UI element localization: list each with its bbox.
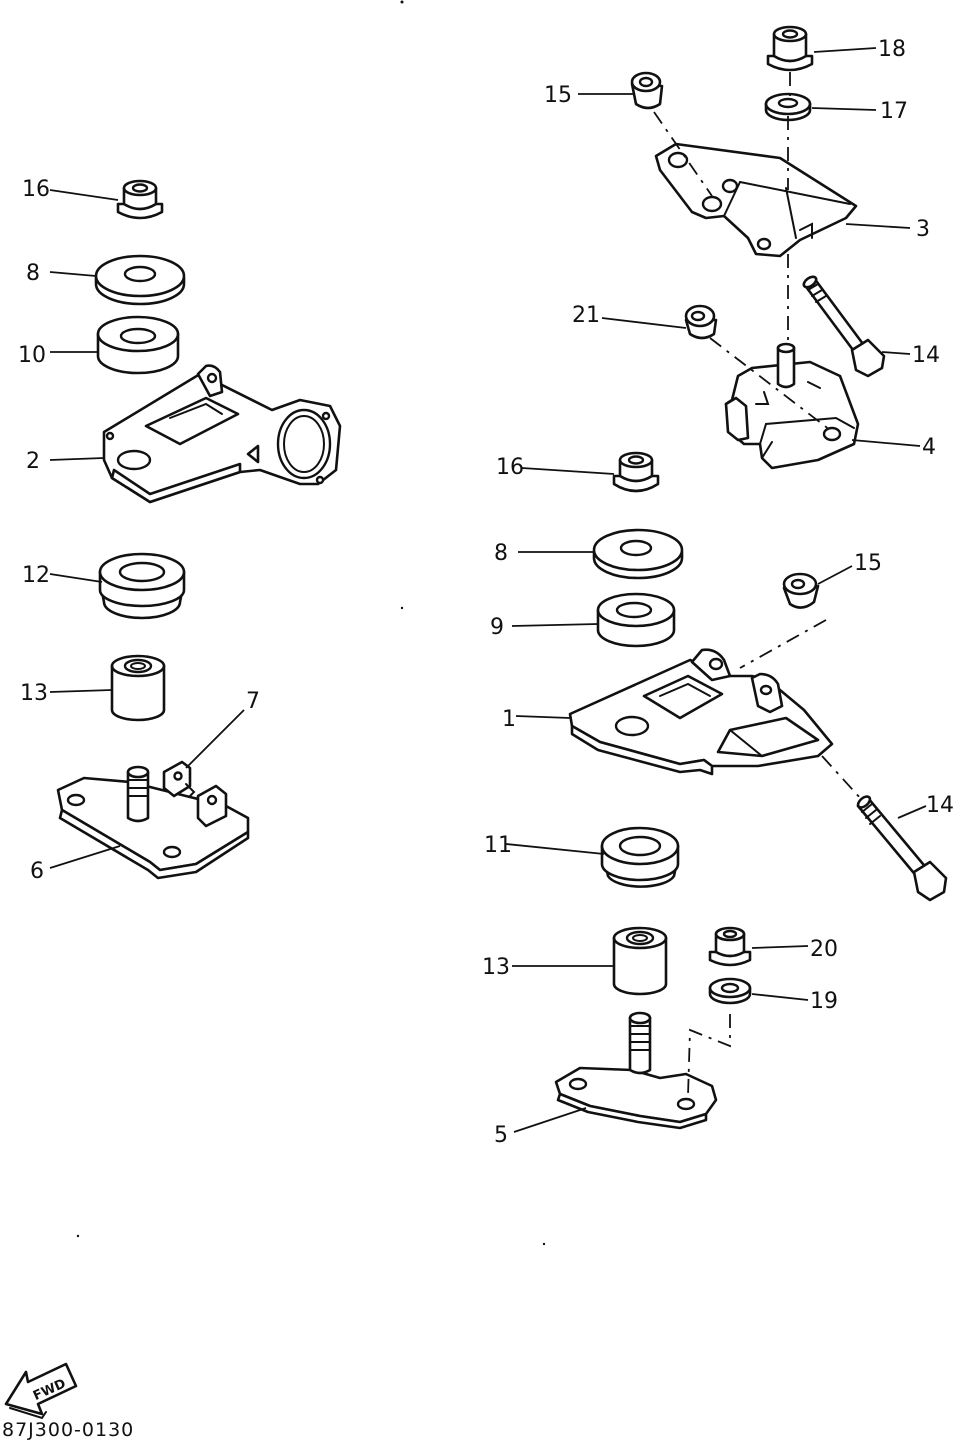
- callout-4: 4: [922, 435, 936, 460]
- part-18-nut: [766, 25, 814, 72]
- callout-2: 2: [26, 449, 40, 474]
- callout-labels: 16 8 10 2 12 13 7 6 15 18 17 3 21 14 4 1…: [18, 37, 954, 1148]
- callout-11: 11: [484, 833, 512, 858]
- callout-12: 12: [22, 563, 50, 588]
- scan-specks: [76, 0, 546, 1246]
- callout-1: 1: [502, 707, 516, 732]
- part-14-bolt-bottom: [856, 795, 948, 902]
- part-1-bracket: [568, 648, 834, 776]
- part-16-nut-right: [612, 451, 660, 493]
- part-14-bolt-top: [802, 275, 886, 378]
- callout-8-right: 8: [494, 541, 508, 566]
- callout-13-left: 13: [20, 681, 48, 706]
- part-11-grommet: [600, 826, 680, 888]
- callout-13-right: 13: [482, 955, 510, 980]
- part-4-mount: [724, 342, 860, 470]
- part-15-nut-middle: [782, 572, 820, 609]
- part-15-nut-top: [630, 71, 664, 110]
- callout-5: 5: [494, 1123, 508, 1148]
- part-12-grommet: [98, 552, 186, 620]
- callout-3: 3: [916, 217, 930, 242]
- callout-21: 21: [572, 303, 600, 328]
- callout-15-middle: 15: [854, 551, 882, 576]
- part-16-nut-left: [116, 179, 164, 220]
- part-5-base-plate: [554, 1011, 718, 1130]
- part-21-nut: [684, 304, 718, 340]
- part-2-bracket: [102, 364, 342, 504]
- part-13-collar-left: [110, 654, 166, 722]
- part-10-spacer-left: [96, 315, 180, 375]
- callout-9: 9: [490, 615, 504, 640]
- callout-6: 6: [30, 859, 44, 884]
- part-19-washer: [708, 977, 752, 1005]
- callout-20: 20: [810, 937, 838, 962]
- part-20-nut: [708, 926, 752, 967]
- callout-17: 17: [880, 99, 908, 124]
- part-3-bracket: [654, 142, 858, 258]
- callout-7: 7: [246, 689, 260, 714]
- leader-lines: [49, 47, 927, 1133]
- fwd-arrow-icon: FWD: [4, 1362, 78, 1420]
- callout-14-bottom: 14: [926, 793, 954, 818]
- part-8-washer-left: [94, 254, 186, 306]
- callout-16-right: 16: [496, 455, 524, 480]
- drawing-code: 87J300-0130: [2, 1419, 134, 1441]
- part-6-base-plate: [56, 765, 250, 880]
- callout-18: 18: [878, 37, 906, 62]
- callout-15-top: 15: [544, 83, 572, 108]
- callout-10: 10: [18, 343, 46, 368]
- part-8-washer-right: [592, 528, 684, 580]
- part-13-collar-right: [612, 926, 668, 996]
- callout-8-left: 8: [26, 261, 40, 286]
- callout-19: 19: [810, 989, 838, 1014]
- part-7-clip: [162, 760, 196, 798]
- alignment-lines: [653, 72, 863, 1097]
- part-9-spacer: [596, 592, 676, 648]
- callout-14-top: 14: [912, 343, 940, 368]
- callout-16-left: 16: [22, 177, 50, 202]
